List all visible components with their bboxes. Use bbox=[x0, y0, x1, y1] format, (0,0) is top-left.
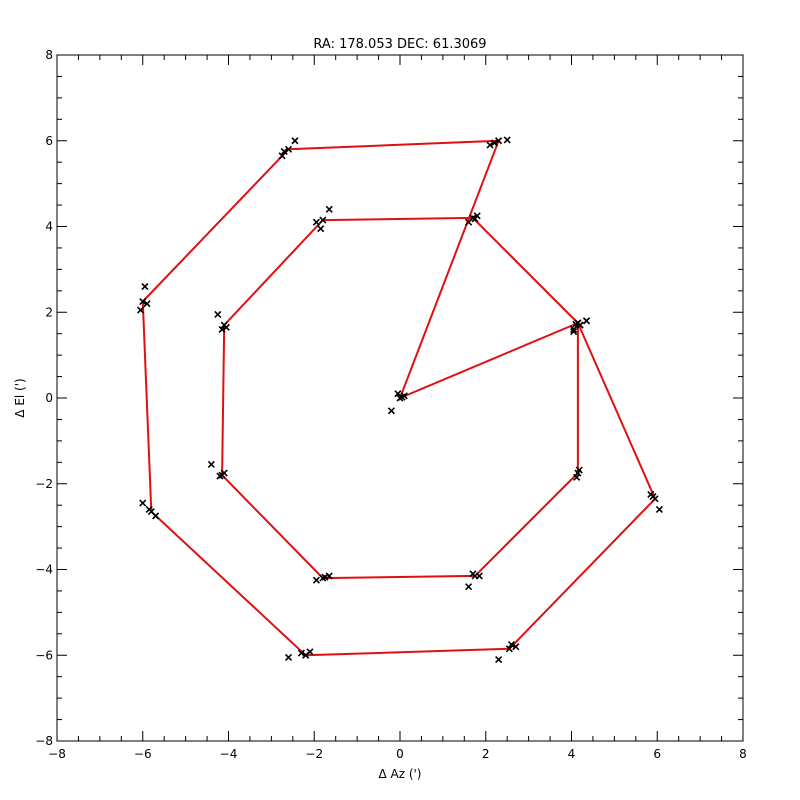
data-point-marker bbox=[141, 282, 149, 291]
x-tick-label: 6 bbox=[653, 747, 661, 761]
data-point-marker bbox=[291, 137, 299, 145]
data-point-marker bbox=[503, 136, 511, 144]
data-point-marker bbox=[582, 317, 591, 325]
y-tick-label: −4 bbox=[35, 563, 53, 577]
data-point-marker bbox=[505, 645, 513, 653]
data-point-marker bbox=[573, 473, 581, 481]
chart-title: RA: 178.053 DEC: 61.3069 bbox=[313, 37, 486, 52]
data-point-marker bbox=[143, 300, 151, 308]
data-point-marker bbox=[576, 321, 584, 329]
data-point-marker bbox=[512, 643, 520, 651]
x-tick-label: 0 bbox=[396, 747, 404, 761]
y-tick-label: 0 bbox=[45, 391, 53, 405]
data-point-marker bbox=[152, 512, 160, 520]
data-point-marker bbox=[495, 655, 503, 664]
data-point-marker bbox=[465, 218, 473, 226]
data-point-marker bbox=[312, 218, 320, 226]
data-point-marker bbox=[220, 469, 228, 477]
data-point-marker bbox=[465, 583, 473, 591]
data-point-marker bbox=[398, 393, 406, 401]
y-axis-label: Δ El (') bbox=[13, 378, 27, 417]
data-point-marker bbox=[570, 325, 578, 333]
data-point-marker bbox=[570, 327, 578, 336]
data-point-marker bbox=[507, 640, 516, 649]
data-point-marker bbox=[218, 325, 226, 333]
y-tick-label: 2 bbox=[45, 305, 53, 319]
y-tick-label: 6 bbox=[45, 134, 53, 148]
x-axis-label: Δ Az (') bbox=[378, 767, 421, 781]
x-tick-label: −8 bbox=[48, 747, 66, 761]
data-point-marker bbox=[139, 297, 147, 306]
y-tick-label: 8 bbox=[45, 48, 53, 62]
data-point-marker bbox=[278, 152, 286, 160]
data-point-marker bbox=[207, 460, 215, 469]
data-point-marker bbox=[139, 499, 147, 507]
data-point-marker bbox=[284, 653, 293, 661]
data-point-marker bbox=[387, 407, 395, 415]
data-point-marker bbox=[471, 215, 479, 223]
data-point-marker bbox=[312, 576, 320, 584]
data-point-marker bbox=[655, 505, 663, 514]
data-point-marker bbox=[319, 216, 327, 224]
data-point-marker bbox=[137, 306, 145, 314]
data-point-marker bbox=[475, 572, 483, 580]
scan-path-line bbox=[141, 139, 657, 657]
data-point-marker bbox=[575, 466, 583, 474]
y-tick-label: −6 bbox=[35, 648, 53, 662]
x-tick-label: −4 bbox=[220, 747, 238, 761]
series-lines bbox=[141, 139, 657, 657]
data-point-marker bbox=[284, 145, 293, 153]
data-point-marker bbox=[486, 141, 494, 149]
y-tick-label: −8 bbox=[35, 734, 53, 748]
data-point-marker bbox=[216, 472, 224, 480]
data-point-marker bbox=[649, 493, 657, 501]
x-tick-label: 4 bbox=[568, 747, 576, 761]
data-point-marker bbox=[495, 137, 503, 145]
data-point-marker bbox=[317, 225, 325, 233]
x-tick-label: 8 bbox=[739, 747, 747, 761]
x-tick-label: −6 bbox=[134, 747, 152, 761]
data-point-marker bbox=[321, 573, 329, 581]
data-point-marker bbox=[306, 648, 314, 656]
data-point-marker bbox=[297, 649, 305, 657]
data-point-marker bbox=[214, 310, 222, 318]
axis-ticks bbox=[56, 54, 744, 742]
scatter-markers bbox=[137, 136, 663, 664]
x-tick-label: 2 bbox=[482, 747, 490, 761]
x-tick-label: −2 bbox=[305, 747, 323, 761]
axis-tick-labels: −8 −6 −4 −2 0 2 4 6 8 −8 −6 −4 −2 0 2 4 6 8 bbox=[35, 48, 747, 761]
data-point-marker bbox=[280, 147, 288, 156]
data-point-marker bbox=[325, 205, 333, 213]
data-point-marker bbox=[222, 323, 230, 331]
data-point-marker bbox=[469, 570, 477, 578]
y-tick-label: −2 bbox=[35, 477, 53, 491]
data-point-marker bbox=[490, 139, 498, 147]
y-tick-label: 4 bbox=[45, 220, 53, 234]
data-point-marker bbox=[145, 505, 153, 514]
